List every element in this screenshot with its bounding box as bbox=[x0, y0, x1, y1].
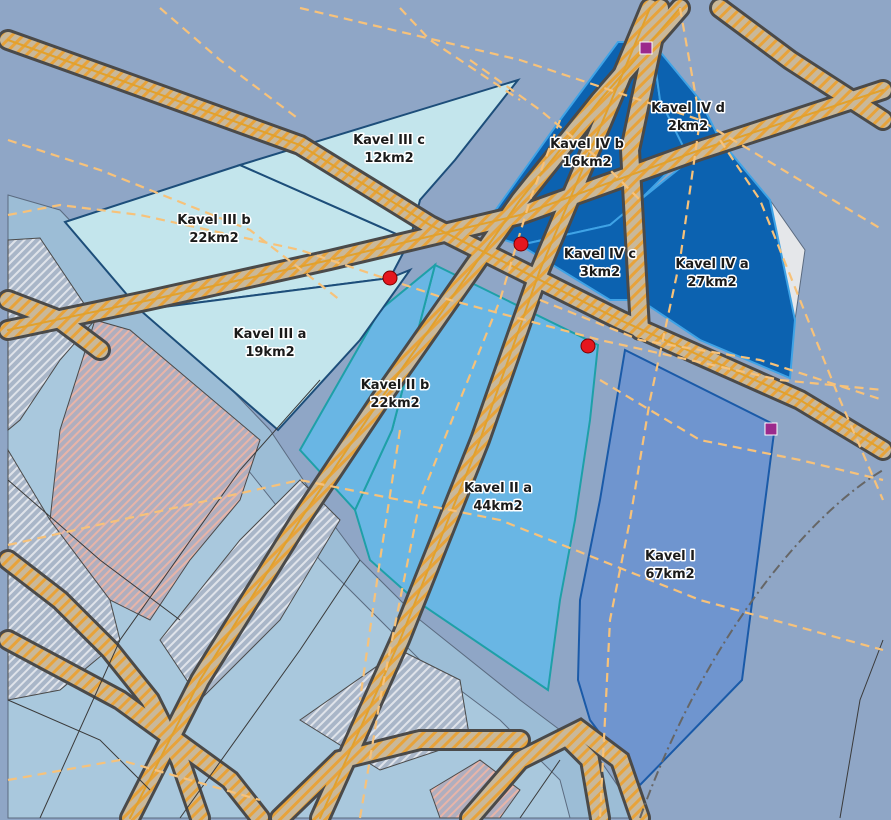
kavel-iii-c-area-label: 12km2 bbox=[364, 151, 413, 166]
kavel-iv-b-label: Kavel IV b bbox=[550, 137, 624, 152]
restricted-area-grey bbox=[7, 237, 96, 432]
cable-routes bbox=[7, 6, 885, 819]
restricted-area-pink bbox=[49, 319, 261, 621]
kavel-iv-a-label: Kavel IV a bbox=[675, 257, 748, 272]
kavel-iv-b-area-label: 16km2 bbox=[562, 155, 611, 170]
kavel-i-area-label: 67km2 bbox=[645, 567, 694, 582]
kavel-iii-c-label: Kavel III c bbox=[353, 133, 425, 148]
kavel-labels: Kavel III c 12km2 Kavel III b 22km2 Kave… bbox=[176, 100, 750, 584]
kavel-iii-b-area-label: 22km2 bbox=[189, 231, 238, 246]
kavel-iv-a-area-label: 27km2 bbox=[687, 275, 736, 290]
platform-marker-north bbox=[639, 41, 653, 55]
kavel-ii-a-label: Kavel II a bbox=[464, 481, 532, 496]
kavel-iv-d-label: Kavel IV d bbox=[651, 101, 725, 116]
kavel-iii-a-label: Kavel III a bbox=[234, 327, 307, 342]
kavel-ii-b-area-label: 22km2 bbox=[370, 396, 419, 411]
substation-marker-iii bbox=[382, 270, 398, 286]
kavel-iv-d-area-label: 2km2 bbox=[668, 119, 708, 134]
kavel-iv-c-area-label: 3km2 bbox=[580, 265, 620, 280]
kavel-iii-a-area-label: 19km2 bbox=[245, 345, 294, 360]
platform-marker-east bbox=[764, 422, 778, 436]
boundary-lines bbox=[7, 379, 884, 819]
kavel-iii-c-area bbox=[237, 78, 521, 242]
zone-arc bbox=[639, 469, 884, 819]
substation-marker-ii bbox=[580, 338, 596, 354]
kavel-ii-a-area-label: 44km2 bbox=[473, 499, 522, 514]
kavel-iii-a-area bbox=[137, 267, 413, 432]
kavel-iii-b-label: Kavel III b bbox=[177, 213, 250, 228]
kavel-ii-b-label: Kavel II b bbox=[361, 378, 430, 393]
kavel-iv-c-label: Kavel IV c bbox=[564, 247, 636, 262]
substation-marker-iv bbox=[513, 236, 529, 252]
kavel-i-label: Kavel I bbox=[645, 549, 695, 564]
